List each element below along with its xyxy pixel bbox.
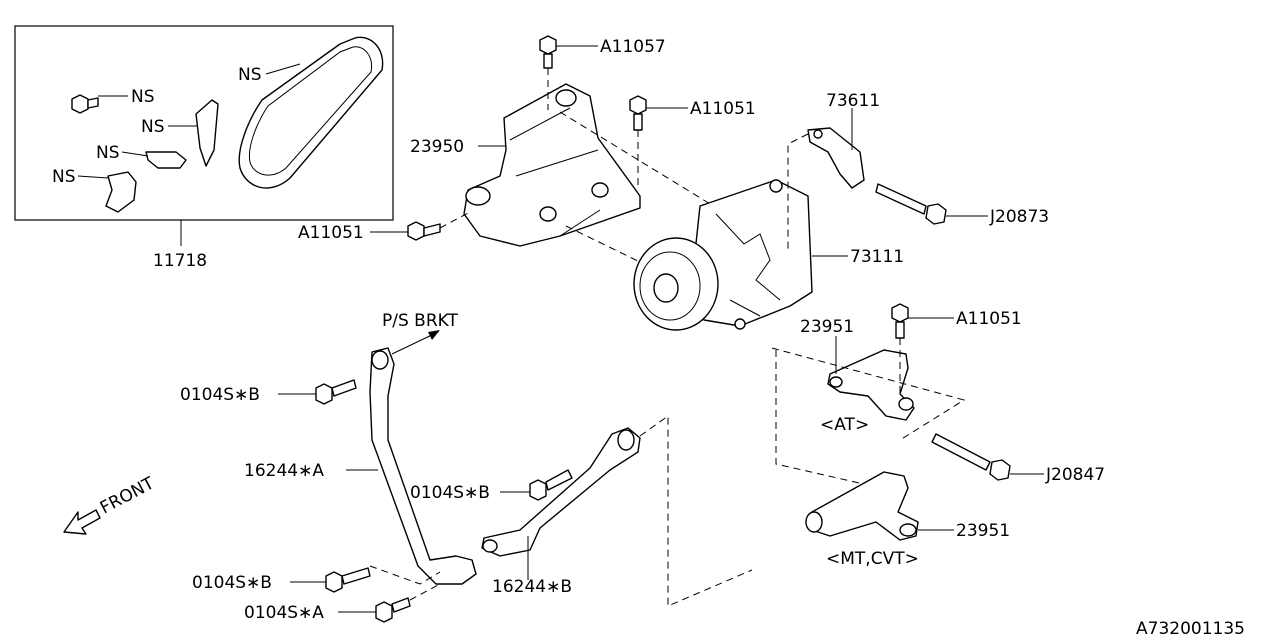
bolt-0104s-a — [375, 597, 411, 623]
bracket-16244-b-label: 16244∗B — [492, 577, 572, 597]
belt-kit-group: 11718 NS NS NS NS NS — [14, 25, 394, 271]
bracket-73611-label: 73611 — [826, 91, 880, 111]
ns-belt-label: NS — [238, 65, 262, 85]
bolt-0104s-b-mid-label: 0104S∗B — [410, 483, 490, 503]
bolt-a11051-right-label: A11051 — [956, 309, 1022, 329]
ns-clip-3-label: NS — [52, 167, 76, 187]
bracket-16244-b — [481, 427, 641, 557]
front-direction-indicator: FRONT — [63, 473, 158, 535]
ns-bolt-label: NS — [131, 87, 155, 107]
kit-box — [14, 25, 394, 221]
front-arrow-icon — [63, 509, 101, 535]
front-label: FRONT — [97, 473, 158, 518]
bolt-j20873 — [875, 183, 947, 225]
mt-cvt-variant-note: <MT,CVT> — [826, 549, 919, 569]
bolt-a11051-top — [629, 95, 647, 131]
compressor-73111-label: 73111 — [850, 247, 904, 267]
ns-clip-2 — [145, 151, 187, 169]
bolt-a11051-top-label: A11051 — [690, 99, 756, 119]
bracket-23951-mt-label: 23951 — [956, 521, 1010, 541]
bracket-23951-mt — [805, 471, 919, 541]
bracket-16244-a-label: 16244∗A — [244, 461, 324, 481]
ps-bracket-label: P/S BRKT — [382, 311, 458, 331]
bolt-a11051-left — [407, 221, 441, 241]
ac-compressor-73111 — [633, 179, 813, 331]
bolt-j20847-label: J20847 — [1045, 465, 1105, 485]
bolt-a11051-right — [891, 303, 909, 339]
bolt-j20847 — [931, 433, 1011, 481]
drive-belt — [238, 36, 384, 189]
ns-clip-1-label: NS — [141, 117, 165, 137]
bolt-0104s-b-low — [325, 567, 371, 593]
bolt-0104s-b-mid — [529, 469, 573, 501]
bracket-16244-a — [369, 347, 477, 585]
bolt-a11057-label: A11057 — [600, 37, 666, 57]
bracket-23950-label: 23950 — [410, 137, 464, 157]
ns-clip-3 — [105, 171, 137, 213]
ns-clip-2-label: NS — [96, 143, 120, 163]
bolt-0104s-b-top-label: 0104S∗B — [180, 385, 260, 405]
bolt-0104s-b-top — [315, 379, 357, 405]
bolt-a11057 — [539, 35, 557, 69]
bolt-a11051-left-label: A11051 — [298, 223, 364, 243]
bolt-j20873-label: J20873 — [989, 207, 1049, 227]
compressor-bracket-23950 — [463, 83, 641, 247]
at-variant-note: <AT> — [820, 415, 869, 435]
bracket-23951-at — [827, 349, 915, 421]
ns-clip-1 — [195, 99, 219, 167]
diagram-reference-code: A732001135 — [1136, 619, 1245, 639]
bracket-73611 — [807, 127, 865, 189]
ns-bolt — [71, 94, 99, 114]
bolt-0104s-a-label: 0104S∗A — [244, 603, 324, 623]
bracket-23951-at-label: 23951 — [800, 317, 854, 337]
kit-part-number: 11718 — [153, 251, 207, 271]
bolt-0104s-b-low-label: 0104S∗B — [192, 573, 272, 593]
